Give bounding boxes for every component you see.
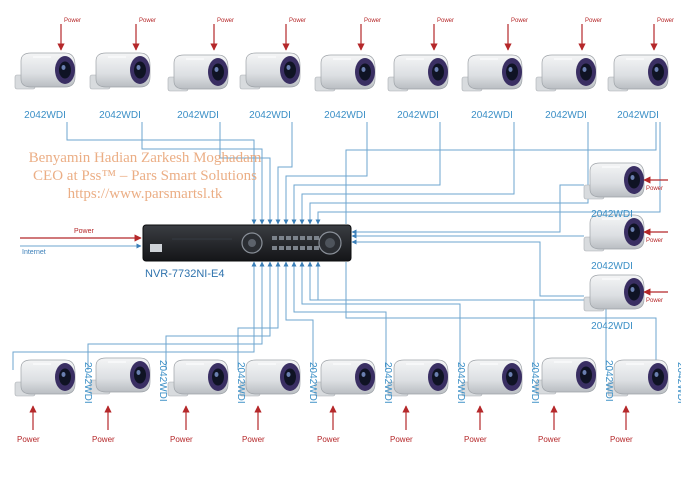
top-camera-label-4: 2042WDI [249, 110, 291, 121]
bottom-camera-wire-2 [87, 261, 265, 370]
bottom-camera-label-5: 2042WDI [382, 362, 393, 404]
top-camera-wire-2 [141, 122, 265, 225]
right-power-label-1: Power [646, 186, 663, 192]
top-camera-wire-8 [307, 122, 589, 225]
bottom-power-label-3: Power [170, 435, 193, 444]
nvr-model-label: NVR-7732NI-E4 [145, 268, 224, 280]
top-camera-2 [89, 52, 151, 90]
bottom-camera-label-4: 2042WDI [307, 362, 318, 404]
right-power-label-2: Power [646, 238, 663, 244]
top-camera-8 [535, 54, 597, 92]
bottom-camera-wire-5 [283, 261, 314, 370]
watermark-url: https://www.parsmartsl.tk [67, 186, 223, 202]
top-power-label-8: Power [585, 18, 602, 24]
bottom-power-label-2: Power [92, 435, 115, 444]
right-camera-2 [583, 214, 645, 252]
top-camera-wire-5 [283, 122, 368, 225]
nvr-power-label: Power [74, 228, 95, 235]
bottom-camera-wire-3 [165, 261, 273, 370]
right-bus-wire-top [345, 122, 657, 224]
bottom-camera-wire-9 [315, 261, 607, 370]
top-power-label-3: Power [217, 18, 234, 24]
top-camera-5 [314, 54, 376, 92]
top-power-label-4: Power [289, 18, 306, 24]
top-camera-label-3: 2042WDI [177, 110, 219, 121]
top-camera-label-1: 2042WDI [24, 110, 66, 121]
bottom-power-label-8: Power [538, 435, 561, 444]
bottom-camera-3 [167, 359, 229, 397]
nvr-internet-label: Internet [22, 249, 46, 256]
bottom-camera-label-1: 2042WDI [82, 362, 93, 404]
top-power-label-7: Power [511, 18, 528, 24]
nvr-recorder-icon [142, 224, 352, 262]
bottom-power-label-1: Power [17, 435, 40, 444]
top-camera-label-8: 2042WDI [545, 110, 587, 121]
bottom-camera-label-2: 2042WDI [157, 360, 168, 402]
top-camera-wire-1 [66, 122, 257, 225]
watermark-name: Benyamin Hadian Zarkesh Moghadam [28, 150, 262, 166]
top-camera-wire-7 [299, 122, 515, 225]
watermark-title: CEO at Pss™ – Pars Smart Solutions [33, 168, 257, 184]
right-bus-wire-bottom [345, 262, 657, 370]
top-camera-wire-9 [315, 122, 661, 225]
bottom-camera-6 [387, 359, 449, 397]
bottom-camera-1 [14, 359, 76, 397]
right-camera-3 [583, 274, 645, 312]
top-camera-wire-4 [275, 122, 293, 225]
bottom-camera-2 [89, 357, 151, 395]
bottom-power-label-7: Power [464, 435, 487, 444]
top-camera-9 [607, 54, 669, 92]
top-camera-6 [387, 54, 449, 92]
top-power-label-9: Power [657, 18, 674, 24]
bottom-power-label-6: Power [390, 435, 413, 444]
bottom-power-label-5: Power [317, 435, 340, 444]
top-power-label-2: Power [139, 18, 156, 24]
top-camera-label-9: 2042WDI [617, 110, 659, 121]
bottom-camera-7 [461, 359, 523, 397]
bottom-power-label-4: Power [242, 435, 265, 444]
top-camera-label-7: 2042WDI [471, 110, 513, 121]
top-camera-wire-6 [291, 122, 441, 225]
top-camera-label-5: 2042WDI [324, 110, 366, 121]
device-layer [14, 52, 669, 397]
right-camera-label-3: 2042WDI [591, 321, 633, 332]
label-layer: NVR-7732NI-E4 2042WDI Power 2042WDI Power 204… [17, 18, 681, 444]
bottom-camera-label-9: 2042WDI [675, 362, 681, 404]
bottom-camera-5 [314, 359, 376, 397]
wire-layer [12, 122, 661, 370]
right-camera-label-1: 2042WDI [591, 209, 633, 220]
bottom-camera-label-8: 2042WDI [603, 360, 614, 402]
top-camera-label-2: 2042WDI [99, 110, 141, 121]
top-power-label-5: Power [364, 18, 381, 24]
bottom-camera-wire-4 [237, 261, 281, 370]
bottom-camera-wire-8 [307, 261, 535, 370]
bottom-camera-4 [239, 359, 301, 397]
bottom-camera-label-6: 2042WDI [455, 362, 466, 404]
bottom-camera-8 [535, 357, 597, 395]
bottom-power-label-9: Power [610, 435, 633, 444]
bottom-camera-9 [607, 359, 669, 397]
bottom-camera-wire-6 [291, 261, 387, 370]
bottom-camera-wire-7 [299, 261, 461, 370]
right-camera-label-2: 2042WDI [591, 261, 633, 272]
bottom-camera-wire-1 [12, 261, 257, 370]
top-camera-1 [14, 52, 76, 90]
top-camera-7 [461, 54, 523, 92]
top-camera-3 [167, 54, 229, 92]
bottom-camera-label-3: 2042WDI [235, 362, 246, 404]
top-power-label-6: Power [437, 18, 454, 24]
top-camera-label-6: 2042WDI [397, 110, 439, 121]
right-camera-1 [583, 162, 645, 200]
bottom-camera-label-7: 2042WDI [529, 362, 540, 404]
right-camera-wire-3 [351, 239, 584, 297]
top-camera-wire-3 [219, 122, 273, 225]
top-power-label-1: Power [64, 18, 81, 24]
right-camera-wire-1 [351, 184, 584, 235]
top-camera-4 [239, 52, 301, 90]
right-power-label-3: Power [646, 298, 663, 304]
